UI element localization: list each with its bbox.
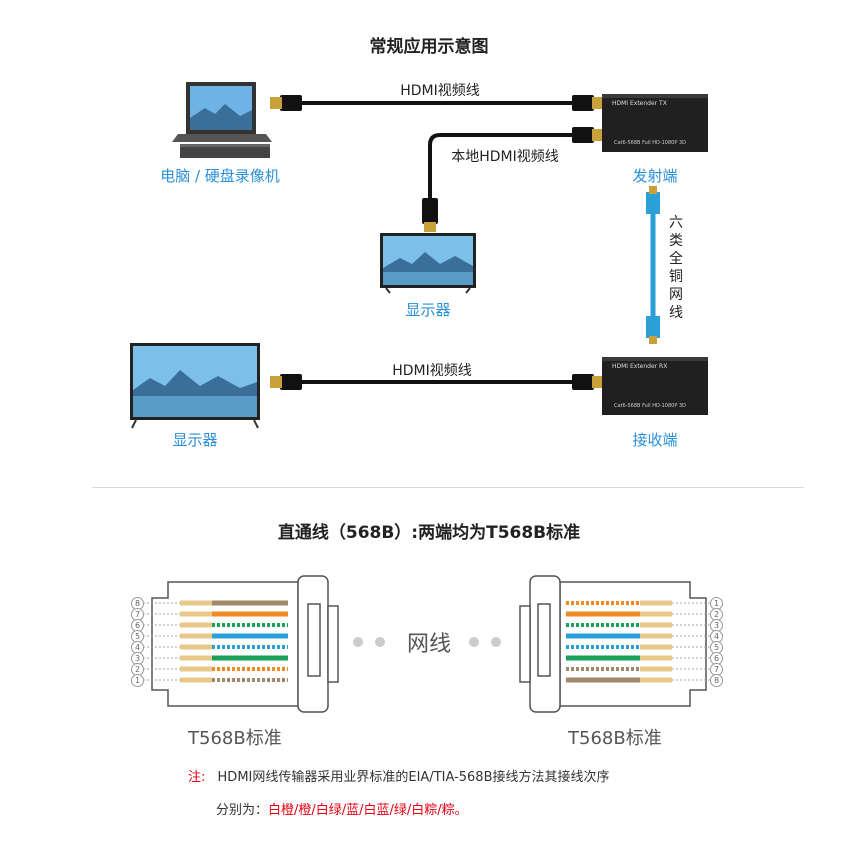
wiring-title: 直通线（568B）:两端均为T568B标准 [277,523,581,543]
wire-tan-segment [180,666,212,672]
wire-segment [566,677,640,683]
wire-tan-segment [640,633,672,639]
left-standard-label: T568B标准 [188,728,282,749]
cable-label-hdmi-local: 本地HDMI视频线 [451,149,559,165]
wire-tan-segment [180,644,212,650]
pin-number: 2 [131,663,144,676]
section-divider [92,487,804,488]
wire-tan-segment [640,611,672,617]
wire-segment [566,655,640,661]
transmitter-device-icon [602,94,708,152]
wire-segment [212,655,288,661]
hdmi-plug-icon [572,95,602,111]
connection-diagram [130,82,708,429]
dot-icon [353,637,363,647]
rj45-connector-left-icon [151,575,339,713]
right-standard-label: T568B标准 [568,728,662,749]
rx-brand-text: HDMI Extender RX [612,363,668,370]
network-cable-icon [646,186,660,344]
cable-label-network: 六类全铜网线 [669,215,683,321]
hdmi-plug-icon [270,95,302,111]
note-prefix: 注: [188,770,206,785]
note-wire-order: 白橙/橙/白绿/蓝/白蓝/绿/白粽/粽。 [268,803,468,818]
wire-tan-segment [640,677,672,683]
pin-number: 6 [131,619,144,632]
network-cable-label: 网线 [406,632,451,657]
wire-segment [212,611,288,617]
monitor-icon [380,233,476,294]
hdmi-plug-icon [572,374,602,390]
hdmi-cable-local [428,133,575,200]
note-line1: HDMI网线传输器采用业界标准的EIA/TIA-568B接线方法其接线次序 [217,770,610,785]
hdmi-plug-icon [572,127,602,143]
wire-segment [566,633,640,639]
dot-icon [375,637,385,647]
wire-tan-segment [640,600,672,606]
wire-tan-segment [180,611,212,617]
wire-tan-segment [180,622,212,628]
node-label-display-local: 显示器 [405,301,451,319]
hdmi-plug-icon [270,374,302,390]
wire-tan-segment [640,666,672,672]
wire-segment [212,600,288,606]
pin-number: 1 [131,674,144,687]
pin-number: 8 [710,674,723,687]
wire-tan-segment [180,633,212,639]
receiver-device-icon [602,357,708,415]
wire-tan-segment [180,600,212,606]
diagram-title: 常规应用示意图 [369,37,489,57]
laptop-icon [172,82,272,158]
wire-tan-segment [640,622,672,628]
note-line2-prefix: 分别为： [216,803,269,818]
rj45-connector-right-icon [519,575,707,713]
node-label-display-remote: 显示器 [172,431,218,449]
hdmi-plug-icon [422,198,438,232]
cable-label-hdmi-bottom: HDMI视频线 [392,363,472,379]
pin-number: 8 [131,597,144,610]
wire-segment [212,633,288,639]
node-label-pc: 电脑 / 硬盘录像机 [160,167,280,185]
wire-segment [566,611,640,617]
wire-tan-segment [180,655,212,661]
monitor-icon [130,343,260,429]
pin-number: 6 [710,652,723,665]
wire-tan-segment [640,644,672,650]
wire-tan-segment [640,655,672,661]
rx-spec-text: Cat6-568B Full HD-1080P 3D [614,403,686,409]
dot-icon [491,637,501,647]
tx-brand-text: HDMI Extender TX [612,100,667,107]
wire-tan-segment [180,677,212,683]
node-label-tx: 发射端 [632,167,678,185]
node-label-rx: 接收端 [632,431,678,449]
cable-label-hdmi-top: HDMI视频线 [400,83,480,99]
dot-icon [469,637,479,647]
tx-spec-text: Cat6-568B Full HD-1080P 3D [614,140,686,146]
